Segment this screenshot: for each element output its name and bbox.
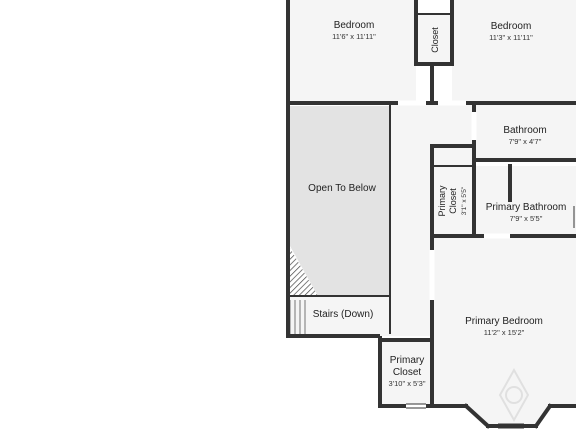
primary-closet-small-dims: 3'1" x 5'5" bbox=[461, 186, 468, 215]
closet-top-floor bbox=[416, 14, 452, 64]
bathroom-name: Bathroom bbox=[503, 125, 546, 136]
primary-bedroom-floor bbox=[432, 236, 576, 426]
bedroom-right-name: Bedroom bbox=[491, 21, 532, 32]
primary-closet-name-2: Closet bbox=[393, 367, 422, 378]
open-to-below-area bbox=[290, 106, 390, 296]
door-openings bbox=[398, 100, 510, 409]
bathroom-floor bbox=[474, 103, 576, 160]
bedroom-left-dims: 11'6" x 11'11" bbox=[332, 32, 376, 41]
window-marks bbox=[406, 206, 575, 429]
primary-closet-name-1: Primary bbox=[390, 355, 424, 366]
primary-closet-small-name-2: Closet bbox=[448, 188, 458, 214]
primary-closet-small-floor bbox=[432, 166, 474, 236]
open-to-below-name: Open To Below bbox=[308, 183, 376, 194]
walls bbox=[286, 0, 576, 429]
closet-top-name: Closet bbox=[430, 27, 440, 53]
primary-closet-dims: 3'10" x 5'3" bbox=[389, 379, 426, 388]
primary-bedroom-name: Primary Bedroom bbox=[465, 316, 543, 327]
primary-bathroom-floor bbox=[474, 166, 576, 236]
bedroom-left-floor bbox=[288, 0, 416, 103]
primary-bedroom-dims: 11'2" x 15'2" bbox=[484, 328, 525, 337]
primary-bathroom-dims: 7'9" x 5'5" bbox=[510, 214, 543, 223]
primary-closet-small-name-1: Primary bbox=[437, 185, 447, 216]
watermark-icon bbox=[498, 367, 530, 423]
bedroom-right-dims: 11'3" x 11'11" bbox=[489, 33, 533, 42]
primary-closet-floor bbox=[380, 340, 432, 406]
stair-hatch bbox=[290, 248, 318, 296]
bedroom-left-name: Bedroom bbox=[334, 20, 375, 31]
bathroom-dims: 7'9" x 4'7" bbox=[509, 137, 542, 146]
stairs-name: Stairs (Down) bbox=[313, 309, 374, 320]
primary-bathroom-name: Primary Bathroom bbox=[486, 202, 567, 213]
bedroom-right-floor bbox=[452, 0, 576, 103]
